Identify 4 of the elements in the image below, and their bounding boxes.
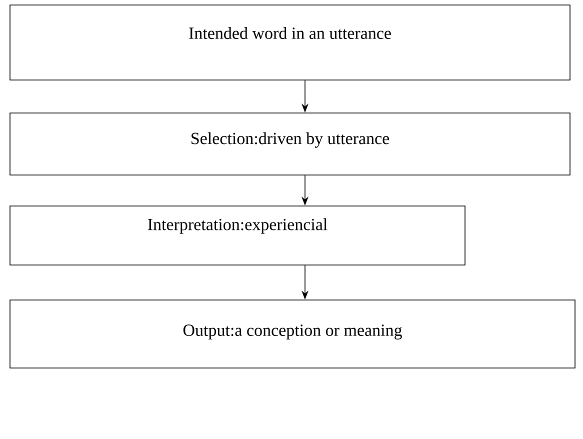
process-box: Intended word in an utterance bbox=[10, 4, 570, 80]
process-box: Selection:driven by utterance bbox=[10, 112, 570, 176]
process-box: Output:a conception or meaning bbox=[10, 300, 576, 368]
process-box: Interpretation:experiencial bbox=[10, 206, 466, 266]
